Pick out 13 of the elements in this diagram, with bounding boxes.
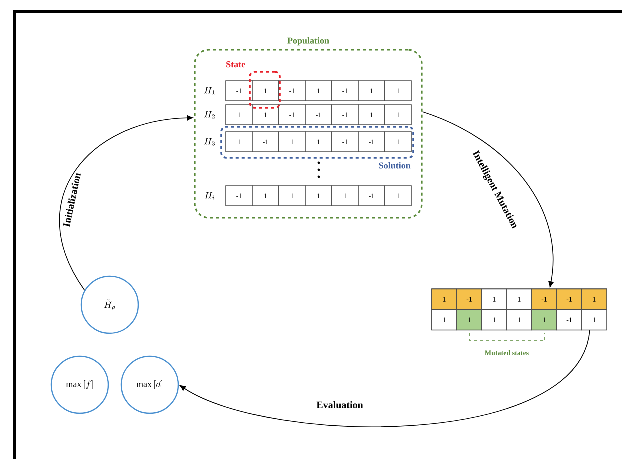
row-label: $H_{1}$ — [204, 87, 215, 95]
circle-node: $\max\left[f\right]$ — [50, 356, 110, 414]
arrow — [422, 112, 554, 288]
circle-node: $\max\left[d\right]$ — [120, 356, 180, 414]
circle-node: $\tilde{H}_{\rho}$ — [80, 276, 140, 334]
node-label: State — [226, 62, 246, 68]
node-label: Solution — [379, 162, 411, 169]
node-label: Population — [288, 38, 330, 46]
row-label: $H_{i}$ — [204, 192, 215, 200]
edge-label: Evaluation — [316, 401, 364, 409]
arrow — [59, 115, 194, 291]
arrow — [180, 330, 590, 428]
row-label: $H_{2}$ — [204, 111, 215, 119]
